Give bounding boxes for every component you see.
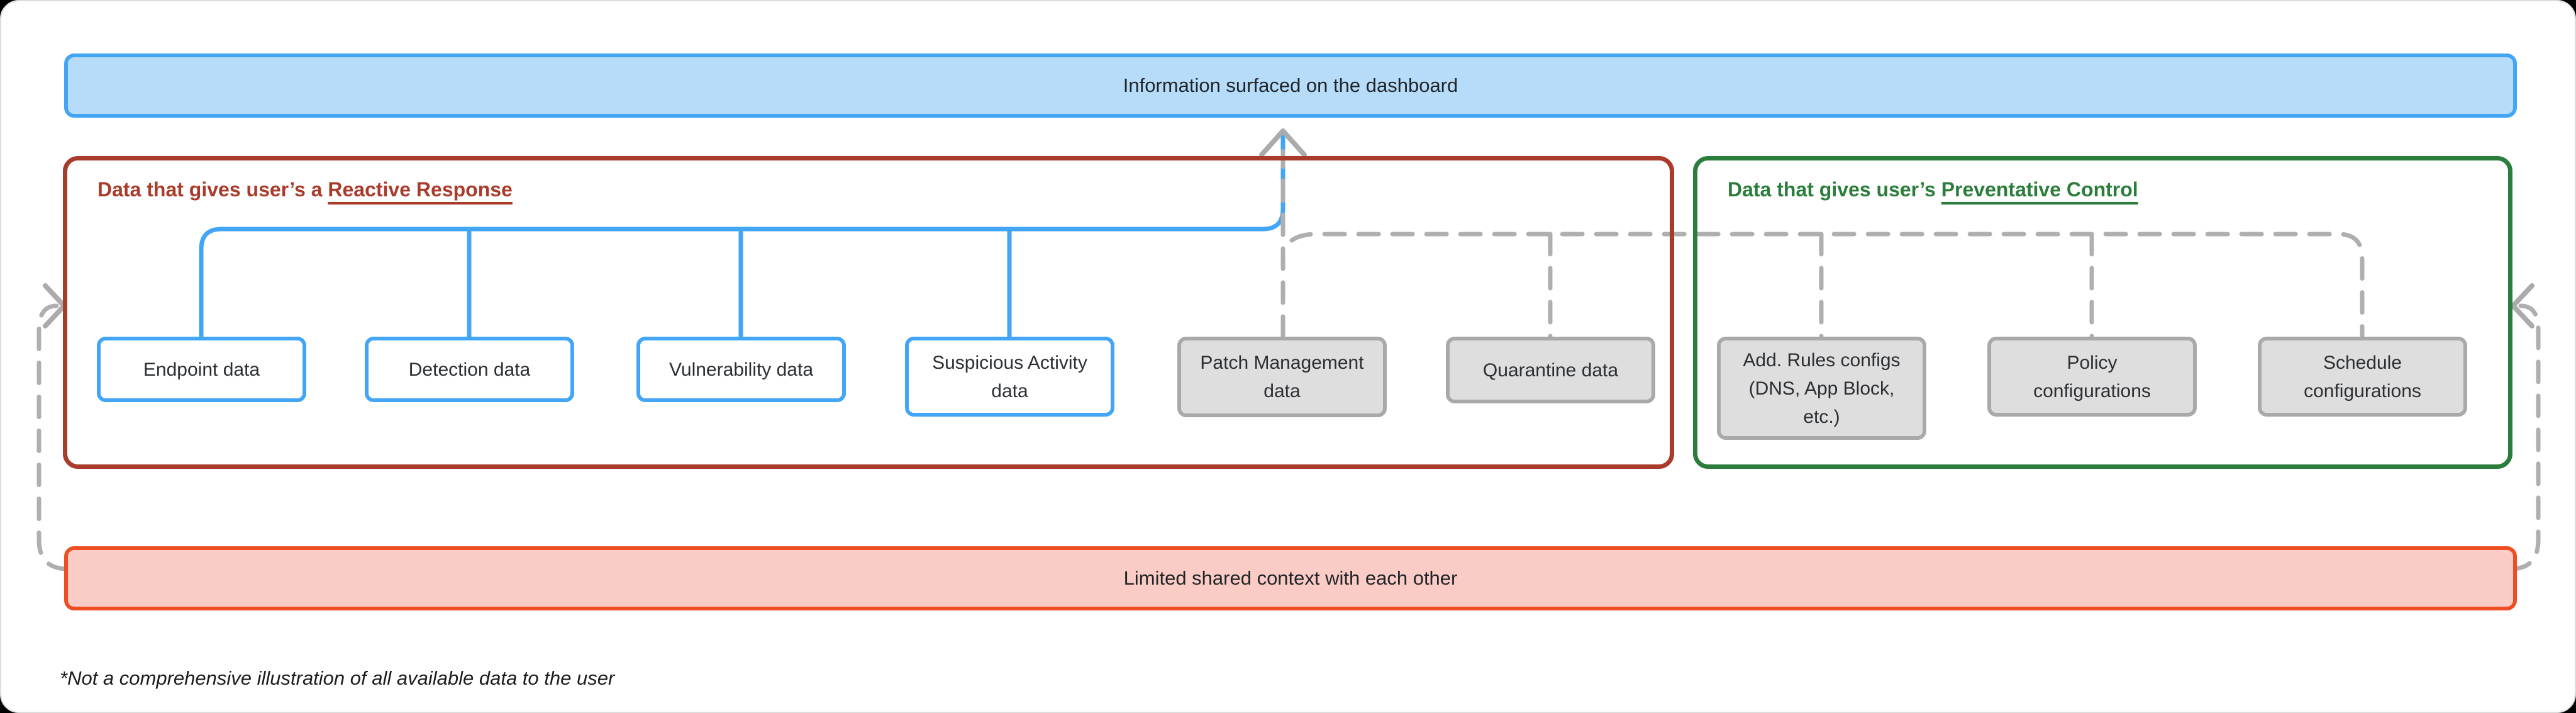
node-add-rules-configs: Add. Rules configs (DNS, App Block, etc.… — [1717, 337, 1926, 440]
preventative-title-emphasis: Preventative Control — [1941, 178, 2138, 201]
dashboard-banner: Information surfaced on the dashboard — [64, 53, 2517, 118]
dashboard-banner-label: Information surfaced on the dashboard — [1123, 74, 1458, 96]
node-label: Patch Management data — [1200, 352, 1364, 401]
node-label: Policy configurations — [2033, 352, 2151, 401]
node-label: Add. Rules configs (DNS, App Block, etc.… — [1743, 349, 1901, 427]
node-label: Endpoint data — [143, 359, 260, 380]
node-label: Vulnerability data — [669, 359, 814, 380]
node-label: Schedule configurations — [2304, 352, 2421, 401]
reactive-title-prefix: Data that gives user’s a — [97, 178, 328, 201]
node-detection-data: Detection data — [365, 337, 574, 402]
arrow-up-to-dashboard-icon — [1259, 128, 1307, 157]
node-suspicious-activity-data: Suspicious Activity data — [905, 337, 1114, 417]
node-label: Detection data — [408, 359, 531, 380]
reactive-title-emphasis: Reactive Response — [328, 178, 513, 201]
footnote: *Not a comprehensive illustration of all… — [60, 667, 615, 689]
node-schedule-configurations: Schedule configurations — [2258, 337, 2467, 417]
reactive-response-section: Data that gives user’s a Reactive Respon… — [63, 156, 1674, 469]
reactive-section-title: Data that gives user’s a Reactive Respon… — [97, 178, 513, 201]
node-label: Quarantine data — [1482, 359, 1619, 381]
node-quarantine-data: Quarantine data — [1446, 337, 1655, 403]
limited-shared-context-label: Limited shared context with each other — [1123, 567, 1458, 589]
gray-dashed-connectors — [36, 149, 2541, 571]
arrow-left-into-preventative-icon — [2511, 283, 2534, 328]
preventative-section-title: Data that gives user’s Preventative Cont… — [1728, 178, 2138, 201]
node-policy-configurations: Policy configurations — [1987, 337, 2197, 417]
dashed-loop-left — [36, 303, 70, 571]
dashed-loop-right — [2508, 303, 2541, 571]
limited-shared-context-banner: Limited shared context with each other — [64, 546, 2517, 610]
dashed-trunk-preventative — [1289, 232, 2365, 339]
node-patch-management-data: Patch Management data — [1177, 337, 1387, 417]
preventative-title-prefix: Data that gives user’s — [1728, 178, 1941, 201]
node-label: Suspicious Activity data — [932, 352, 1087, 401]
node-endpoint-data: Endpoint data — [97, 337, 306, 402]
preventative-control-section: Data that gives user’s Preventative Cont… — [1693, 156, 2512, 469]
node-vulnerability-data: Vulnerability data — [636, 337, 846, 402]
